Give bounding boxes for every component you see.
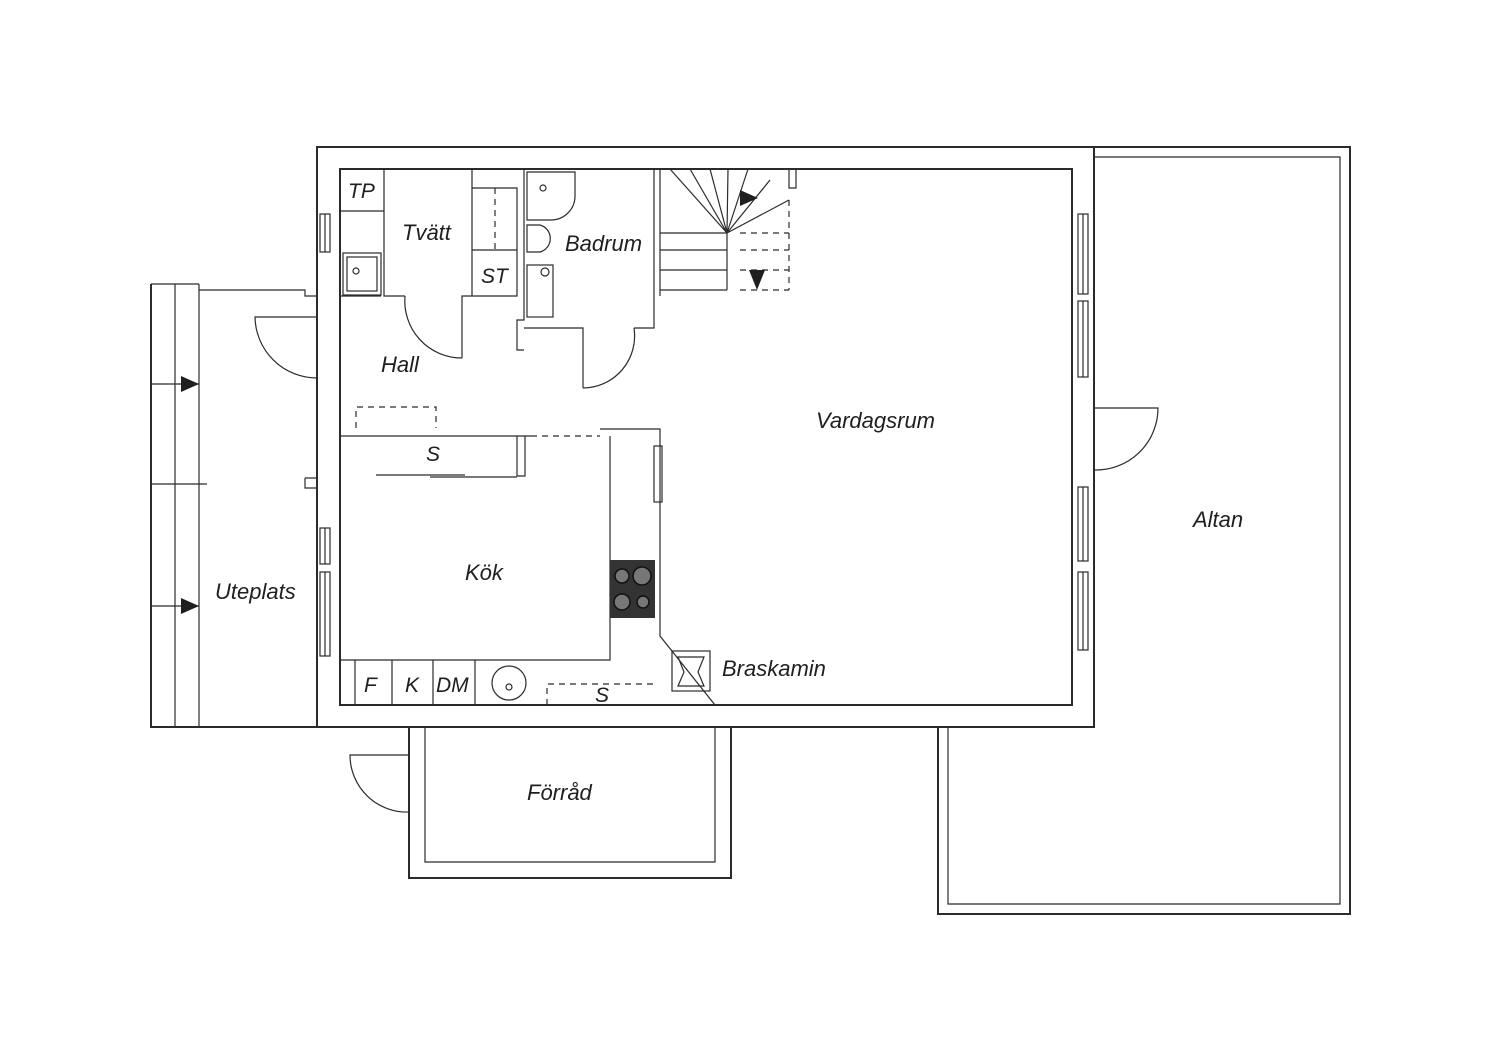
fixture-label-dishwasher: DM [436, 674, 469, 697]
room-label-altan: Altan [1191, 507, 1243, 532]
fixtures [342, 171, 711, 705]
room-label-vardagsrum: Vardagsrum [816, 408, 935, 433]
fixture-label-storage-top: S [426, 443, 440, 466]
room-label-badrum: Badrum [565, 231, 642, 256]
room-label-uteplats: Uteplats [215, 579, 296, 604]
fixture-label-storage-bottom: S [595, 684, 609, 707]
staircase [660, 168, 790, 291]
room-label-tp: TP [348, 180, 375, 203]
altan-area [937, 146, 1351, 915]
room-label-hall: Hall [381, 352, 420, 377]
forrad-area [408, 727, 732, 879]
room-label-tvatt: Tvätt [402, 220, 452, 245]
room-label-forrad: Förråd [527, 780, 593, 805]
doors [254, 295, 1159, 813]
interior-walls [339, 168, 797, 706]
fixture-label-fridge: F [364, 674, 378, 697]
uteplats-area [150, 283, 317, 728]
room-label-kok: Kök [465, 560, 504, 585]
room-label-st: ST [481, 265, 510, 288]
windows [319, 213, 1089, 657]
room-label-braskamin: Braskamin [722, 656, 826, 681]
fixture-label-freezer: K [405, 674, 420, 697]
labels: TP Tvätt ST Badrum Hall Vardagsrum Kök U… [215, 180, 1243, 805]
